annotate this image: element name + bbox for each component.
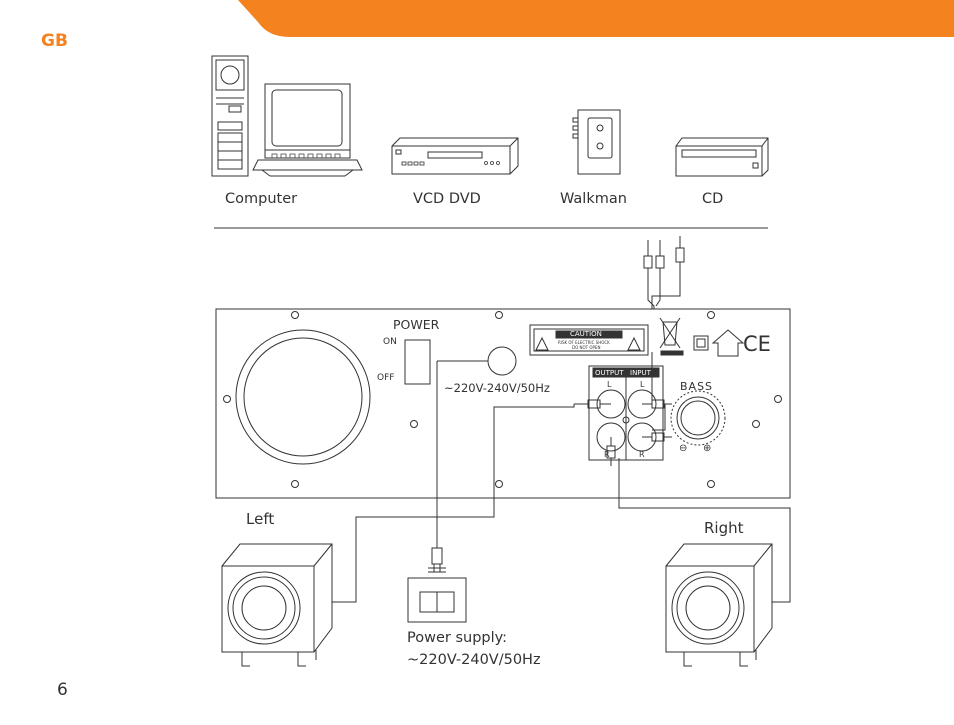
wires: [332, 360, 791, 603]
label-vcd-dvd: VCD DVD: [413, 191, 481, 207]
computer-icon: [211, 55, 363, 177]
audio-cable-icon: [643, 236, 685, 352]
double-insulation-icon: [693, 335, 709, 351]
label-computer: Computer: [225, 191, 298, 207]
output-label: OUTPUT: [595, 369, 624, 377]
label-bass: BASS: [680, 380, 714, 393]
label-cd: CD: [702, 191, 724, 207]
bass-plus-label: ⊕: [703, 443, 711, 454]
cd-player-icon: [675, 137, 769, 177]
input-left-label: L: [640, 380, 645, 389]
language-code: GB: [41, 31, 68, 51]
header-banner: [238, 0, 954, 37]
caution-title: CAUTION: [570, 330, 602, 338]
power-supply-title: Power supply:: [407, 630, 508, 646]
output-right-label: R: [604, 450, 610, 459]
indoor-use-icon: [711, 329, 745, 357]
bass-knob[interactable]: [670, 390, 726, 446]
input-label: INPUT: [630, 369, 652, 377]
rca-plugs: [574, 352, 672, 466]
caution-line-1: RISK OF ELECTRIC SHOCK: [558, 340, 610, 345]
input-right-label: R: [639, 450, 645, 459]
io-terminal-block: [588, 365, 664, 461]
caution-label: [529, 324, 649, 356]
panel-screws: [223, 311, 782, 488]
power-switch[interactable]: [404, 339, 431, 385]
caution-line-2: DO NOT OPEN: [572, 345, 600, 350]
woofer-port: [235, 329, 371, 465]
vcd-dvd-player-icon: [391, 137, 519, 175]
label-walkman: Walkman: [560, 191, 627, 207]
right-speaker-icon: [665, 543, 773, 667]
bass-minus-label: ⊖: [679, 443, 687, 454]
label-off: OFF: [377, 373, 395, 383]
power-supply-voltage: ~220V-240V/50Hz: [407, 652, 541, 668]
label-panel-voltage: ~220V-240V/50Hz: [444, 381, 550, 395]
weee-bin-icon: [659, 317, 684, 356]
walkman-icon: [572, 109, 621, 175]
rear-panel: [215, 308, 791, 499]
label-left-speaker: Left: [246, 510, 275, 528]
page-number: 6: [57, 680, 68, 700]
ce-mark: CE: [743, 332, 771, 356]
output-left-label: L: [607, 380, 612, 389]
left-speaker-icon: [221, 543, 333, 667]
label-on: ON: [383, 337, 397, 347]
label-right-speaker: Right: [704, 519, 744, 537]
label-power: POWER: [393, 317, 440, 332]
power-plug-icon: [407, 547, 467, 623]
